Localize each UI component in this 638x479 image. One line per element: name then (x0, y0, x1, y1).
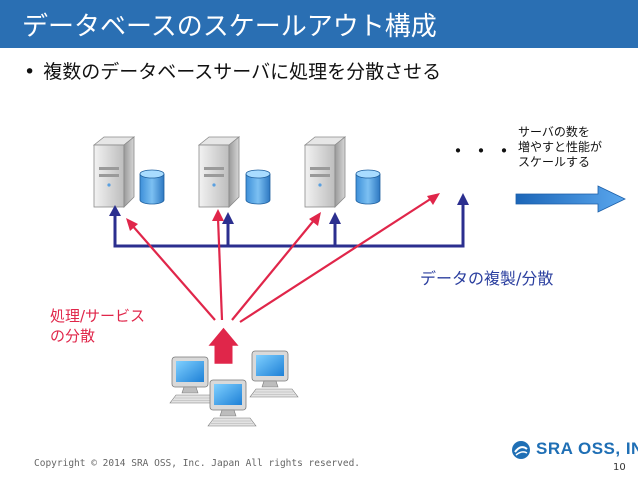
pc-icon (207, 379, 257, 427)
client-up-arrow (208, 327, 239, 364)
db-server-1 (93, 136, 165, 208)
server-icon (304, 136, 346, 208)
scale-note-line: スケールする (518, 155, 591, 169)
bullet-dot: • (24, 61, 36, 83)
logo-text: SRA OSS, INC. (536, 439, 638, 458)
bullet-text: 複数のデータベースサーバに処理を分散させる (43, 61, 442, 83)
distribution-label: 処理/サービス の分散 (50, 306, 145, 346)
replication-network (113, 203, 465, 248)
scale-note-line: 増やすと性能が (518, 140, 603, 154)
db-server-2 (198, 136, 271, 208)
title-bar (0, 0, 638, 48)
logo-mark-icon (512, 441, 530, 459)
scale-note: サーバの数を 増やすと性能が スケールする (518, 125, 628, 170)
database-icon (139, 169, 165, 205)
server-icon (93, 136, 135, 208)
more-servers-ellipsis: ・・・ (448, 139, 517, 163)
database-icon (245, 169, 271, 205)
company-logo: SRA OSS, INC. (510, 438, 638, 462)
pc-icon (249, 350, 299, 398)
distribution-arrows (126, 193, 440, 323)
bullet-item: • 複数のデータベースサーバに処理を分散させる (24, 57, 441, 84)
distribution-label-line: の分散 (50, 327, 96, 345)
copyright: Copyright © 2014 SRA OSS, Inc. Japan All… (34, 458, 361, 469)
replication-label: データの複製/分散 (420, 269, 554, 288)
database-icon (355, 169, 381, 205)
page-number: 10 (613, 462, 626, 473)
slide-title: データベースのスケールアウト構成 (22, 12, 437, 42)
client-pcs (169, 350, 299, 427)
replication-arrowheads (109, 193, 469, 224)
scale-out-arrow (515, 185, 626, 213)
distribution-label-line: 処理/サービス (50, 307, 146, 325)
db-server-3 (304, 136, 381, 208)
server-icon (198, 136, 240, 208)
scale-note-line: サーバの数を (518, 125, 590, 139)
